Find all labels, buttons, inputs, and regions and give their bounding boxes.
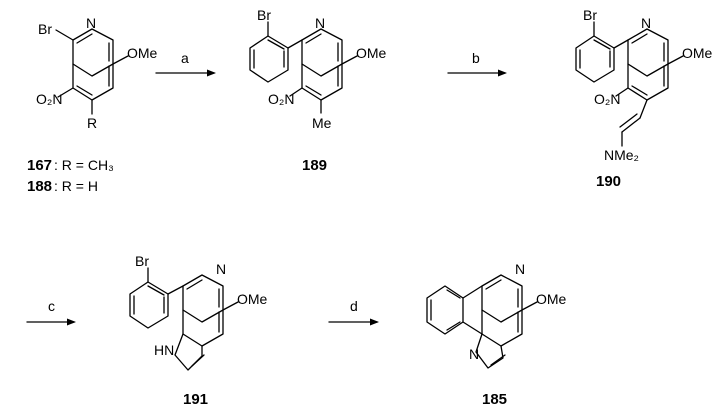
atom-label: N <box>641 15 651 31</box>
reagent-label-a: a <box>181 50 189 66</box>
atom-label: R <box>87 115 97 131</box>
reaction-arrow-d: d <box>328 298 379 326</box>
atom-label: Br <box>583 7 597 23</box>
atom-label: Br <box>135 253 149 269</box>
atom-label: OMe <box>237 291 268 307</box>
atom-label: N <box>216 261 226 277</box>
reaction-arrow-b: b <box>447 50 507 77</box>
atom-label: N <box>86 15 96 31</box>
structure-191: N OMe Br HN <box>129 253 268 371</box>
reagent-label-c: c <box>48 298 55 314</box>
compound-label-167: 167 <box>27 157 52 174</box>
atom-label: N <box>315 15 325 31</box>
atom-label: O₂N <box>268 91 294 107</box>
atom-label: N <box>469 346 479 362</box>
compound-label-188: 188 <box>27 178 52 195</box>
compound-label-185: 185 <box>482 391 507 408</box>
atom-label: OMe <box>127 45 158 61</box>
atom-label: O₂N <box>594 91 620 107</box>
atom-label: OMe <box>356 45 387 61</box>
atom-label: O₂N <box>36 91 62 107</box>
reaction-arrow-a: a <box>155 50 216 77</box>
structure-190: N OMe Br O₂N NMe₂ <box>575 7 713 163</box>
substituent-definition: : R = H <box>54 178 98 194</box>
atom-label: Me <box>312 115 332 131</box>
compound-label-189: 189 <box>302 157 327 174</box>
reagent-label-d: d <box>350 298 358 314</box>
structure-167: N OMe Br O₂N R <box>36 15 158 131</box>
atom-label: NMe₂ <box>604 147 639 163</box>
structure-185: N OMe N <box>426 261 567 369</box>
substituent-definition: : R = CH₃ <box>54 157 114 173</box>
compound-label-190: 190 <box>596 173 621 190</box>
atom-label: OMe <box>536 291 567 307</box>
atom-label: Br <box>257 7 271 23</box>
reagent-label-b: b <box>472 50 480 66</box>
compound-label-191: 191 <box>183 391 208 408</box>
atom-label: OMe <box>682 45 713 61</box>
reaction-arrow-c: c <box>26 298 76 326</box>
atom-label: HN <box>154 342 174 358</box>
structure-189: N OMe Br O₂N Me <box>249 7 387 131</box>
atom-label: Br <box>38 21 52 37</box>
atom-label: N <box>515 261 525 277</box>
